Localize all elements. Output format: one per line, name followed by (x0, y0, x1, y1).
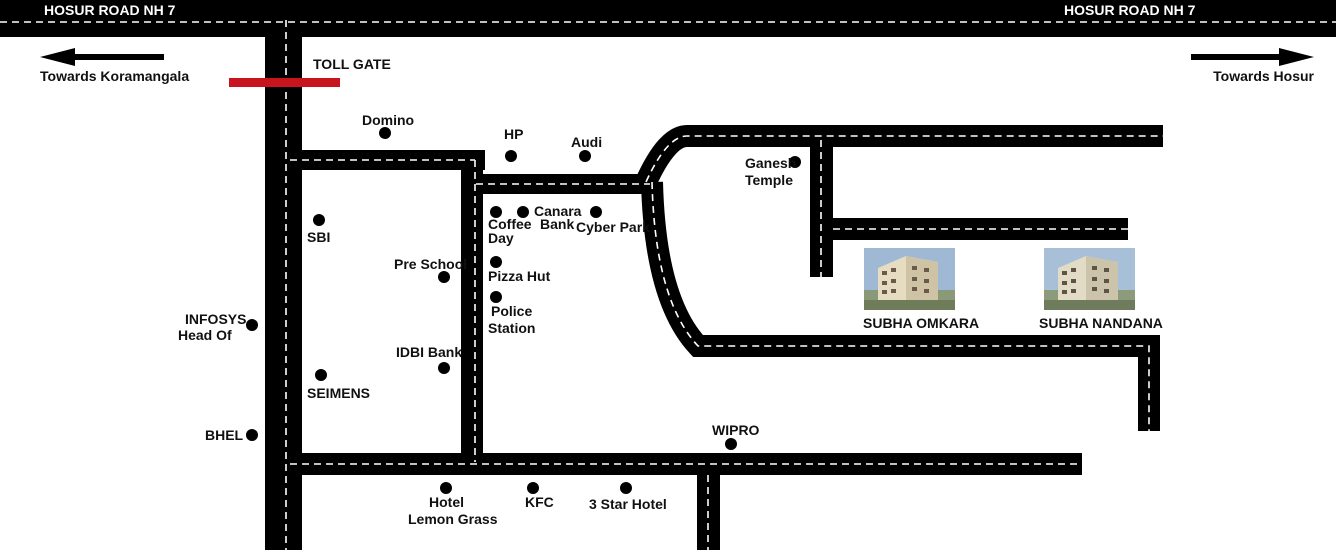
pre-school-marker (438, 271, 450, 283)
infosys-marker (246, 319, 258, 331)
sbi-marker (313, 214, 325, 226)
infosys-label-line2: Head Of (178, 327, 232, 343)
canara-bank-marker (517, 206, 529, 218)
wipro-label: WIPRO (712, 422, 760, 438)
canara-bank-label-line2: Bank (540, 216, 574, 232)
highway-label-right: HOSUR ROAD NH 7 (1064, 2, 1196, 18)
cyber-park-label: Cyber Park (576, 219, 650, 235)
hp-marker (505, 150, 517, 162)
kfc-label: KFC (525, 494, 554, 510)
idbi-bank-marker (438, 362, 450, 374)
pre-school-label: Pre School (394, 256, 467, 272)
subha-nandana-label: SUBHA NANDANA (1039, 315, 1163, 331)
domino-road (285, 150, 485, 170)
domino-label: Domino (362, 112, 414, 128)
hotel-label-line1: Hotel (429, 494, 464, 510)
police-station-label-line1: Police (491, 303, 532, 319)
hotel-label-line2: Lemon Grass (408, 511, 498, 527)
inner-vertical-road (461, 160, 483, 465)
toll-gate-label: TOLL GATE (313, 56, 391, 72)
police-station-marker (490, 291, 502, 303)
coffee-day-marker (490, 206, 502, 218)
arrow-left-icon (40, 48, 164, 66)
hotel-lemon-grass-marker (440, 482, 452, 494)
landmark-markers (246, 127, 801, 494)
bottom-road (285, 453, 1082, 475)
kfc-marker (527, 482, 539, 494)
ganesh-temple-marker (789, 156, 801, 168)
towards-hosur-label: Towards Hosur (1213, 68, 1314, 84)
road-markings (0, 20, 1336, 550)
seimens-marker (315, 369, 327, 381)
bottom-stub-road (697, 465, 720, 550)
audi-label: Audi (571, 134, 602, 150)
pizza-hut-marker (490, 256, 502, 268)
upper-right-road (635, 125, 1163, 187)
ganesh-temple-label-line2: Temple (745, 172, 793, 188)
wipro-marker (725, 438, 737, 450)
subha-nandana-building-image[interactable] (1044, 248, 1135, 310)
infosys-label-line1: INFOSYS (185, 311, 246, 327)
bhel-label: BHEL (205, 427, 244, 443)
highway-label-left: HOSUR ROAD NH 7 (44, 2, 176, 18)
pizza-hut-label: Pizza Hut (488, 268, 551, 284)
subha-omkara-label: SUBHA OMKARA (863, 315, 979, 331)
bhel-marker (246, 429, 258, 441)
idbi-bank-label: IDBI Bank (396, 344, 462, 360)
domino-marker (379, 127, 391, 139)
cyber-park-marker (590, 206, 602, 218)
ganesh-temple-label-line1: Ganesh (745, 155, 796, 171)
star-hotel-marker (620, 482, 632, 494)
toll-gate-bar (229, 78, 340, 87)
subha-omkara-building-image[interactable] (864, 248, 955, 310)
towards-koramangala-label: Towards Koramangala (40, 68, 189, 84)
highway-nh7 (0, 0, 1336, 37)
coffee-day-label-line1: Coffee (488, 216, 532, 232)
sbi-label: SBI (307, 229, 330, 245)
audi-marker (579, 150, 591, 162)
police-station-label-line2: Station (488, 320, 535, 336)
hp-label: HP (504, 126, 523, 142)
canara-bank-label-line1: Canara (534, 203, 582, 219)
seimens-label: SEIMENS (307, 385, 370, 401)
arrow-right-icon (1191, 48, 1314, 66)
star-hotel-label: 3 Star Hotel (589, 496, 667, 512)
coffee-day-label-line2: Day (488, 230, 514, 246)
